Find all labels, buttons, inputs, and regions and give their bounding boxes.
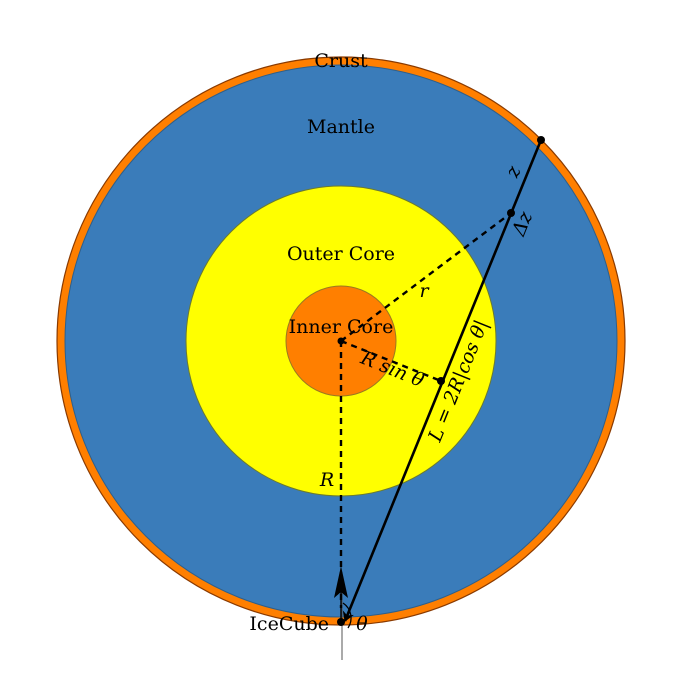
mantle-label: Mantle	[307, 116, 375, 138]
theta-arc	[342, 602, 352, 629]
radius-r-line	[340, 212, 512, 342]
path-point	[507, 209, 515, 217]
R-label: R	[319, 469, 334, 491]
entry-point	[537, 136, 545, 144]
inner-core-label: Inner Core	[289, 316, 394, 338]
outer-core-label: Outer Core	[287, 243, 395, 265]
r-label: r	[419, 280, 430, 302]
icecube-label: IceCube	[249, 613, 329, 635]
center-point	[337, 337, 345, 345]
up-arrow-head	[334, 566, 348, 598]
impact-distance-line	[340, 339, 442, 383]
icecube-point	[337, 618, 345, 626]
closest-point	[437, 377, 445, 385]
crust-label: Crust	[314, 50, 368, 72]
theta-label: θ	[356, 613, 368, 635]
